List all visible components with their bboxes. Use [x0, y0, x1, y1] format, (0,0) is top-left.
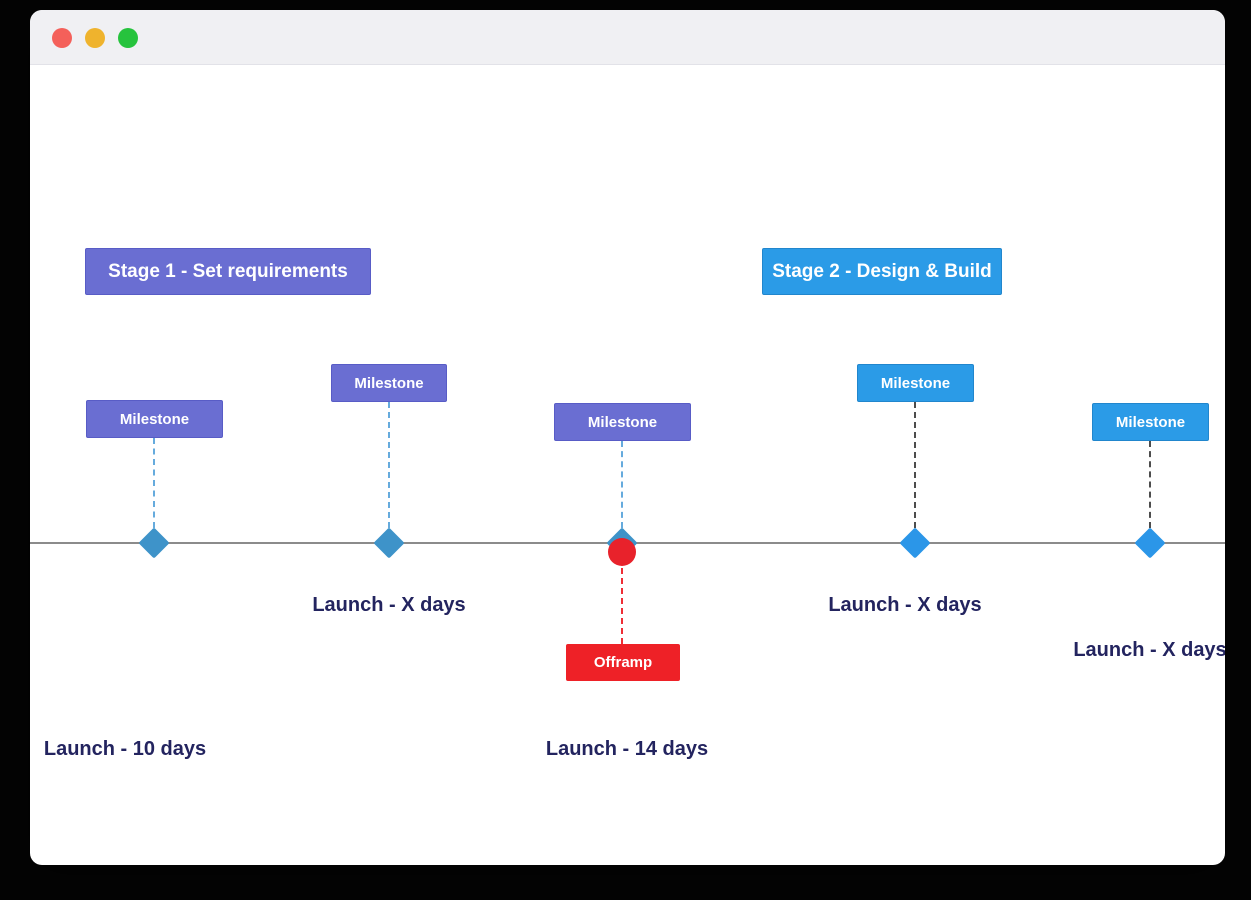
launch-label-1: Launch - X days	[312, 594, 466, 616]
milestone-box-1[interactable]: Milestone	[86, 400, 223, 438]
milestone-diamond-1[interactable]	[138, 527, 170, 559]
milestone-box-5[interactable]: Milestone	[1092, 403, 1209, 441]
milestone-box-3[interactable]: Milestone	[554, 403, 691, 441]
milestone-box-4[interactable]: Milestone	[857, 364, 974, 402]
app-window: Stage 1 - Set requirements Stage 2 - Des…	[30, 10, 1225, 865]
offramp-connector-line	[621, 568, 623, 644]
milestone-box-2[interactable]: Milestone	[331, 364, 447, 402]
close-button[interactable]	[52, 28, 72, 48]
offramp-marker-circle[interactable]	[608, 538, 636, 566]
connector-line-3	[621, 441, 623, 528]
launch-label-5: Launch - 14 days	[545, 738, 709, 760]
launch-label-3: Launch - X days	[1073, 639, 1225, 661]
milestone-diamond-4[interactable]	[899, 527, 931, 559]
connector-line-5	[1149, 441, 1151, 528]
minimize-button[interactable]	[85, 28, 105, 48]
stage-2-box[interactable]: Stage 2 - Design & Build	[762, 248, 1002, 295]
zoom-button[interactable]	[118, 28, 138, 48]
window-titlebar	[30, 10, 1225, 65]
milestone-diamond-2[interactable]	[373, 527, 405, 559]
launch-label-4: Launch - 10 days	[43, 738, 207, 760]
timeline-canvas: Stage 1 - Set requirements Stage 2 - Des…	[30, 65, 1225, 865]
connector-line-2	[388, 402, 390, 528]
launch-label-2: Launch - X days	[828, 594, 982, 616]
stage-1-box[interactable]: Stage 1 - Set requirements	[85, 248, 371, 295]
connector-line-1	[153, 438, 155, 528]
milestone-diamond-5[interactable]	[1134, 527, 1166, 559]
connector-line-4	[914, 402, 916, 528]
offramp-box[interactable]: Offramp	[566, 644, 680, 681]
